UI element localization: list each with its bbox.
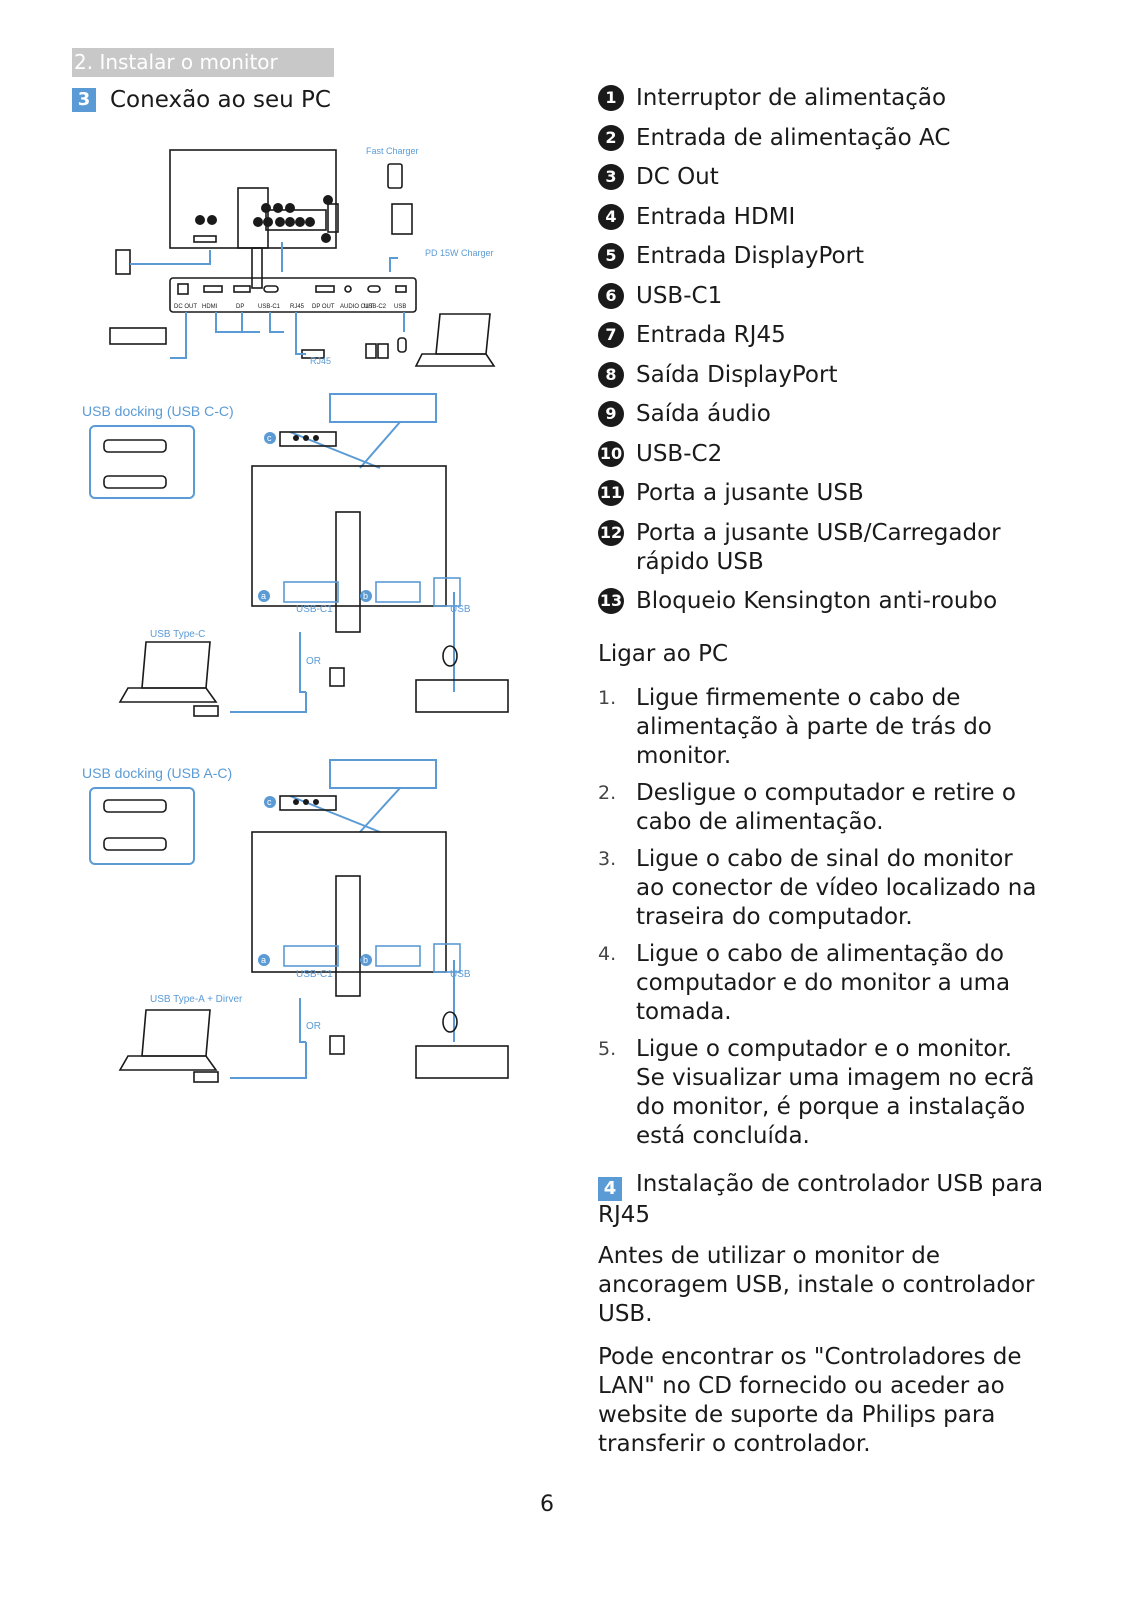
number-badge: 10 xyxy=(598,440,624,467)
list-item: 5.Ligue o computador e o monitor. Se vis… xyxy=(598,1036,1035,1149)
number-badge: 6 xyxy=(598,282,624,309)
port-label-hdmi: HDMI xyxy=(202,304,218,310)
section-3-heading: 3 Conexão ao seu PC xyxy=(72,87,331,113)
usb-label: USB xyxy=(450,969,471,980)
keyboard-icon xyxy=(415,679,509,713)
port-label-usb-c1: USB-C1 xyxy=(258,304,281,310)
fast-charger-label: Fast Charger xyxy=(366,146,419,156)
port-label-usb-c2: USB-C2 xyxy=(364,304,387,310)
mouse-icon xyxy=(442,1011,458,1033)
monitor-back-top xyxy=(169,149,337,249)
number-badge: 13 xyxy=(598,588,624,614)
connection-diagram: Fast Charger PD 15W Charger RJ45 USB-C1 … xyxy=(82,146,509,1083)
laptop-icon xyxy=(141,641,211,689)
number-badge: 7 xyxy=(598,322,624,348)
keyboard-icon xyxy=(415,1045,509,1079)
port-label-audio-out: AUDIO OUT xyxy=(340,304,374,310)
rj45-label: RJ45 xyxy=(310,356,331,366)
page-number: 6 xyxy=(540,1492,554,1517)
port-label-dc-out: DC OUT xyxy=(174,304,197,310)
marker-c: c xyxy=(267,797,272,807)
monitor-back-middle xyxy=(251,465,447,607)
port-strip xyxy=(169,277,417,313)
or-label: OR xyxy=(306,1021,321,1032)
usb-hub-icon xyxy=(109,327,167,345)
number-badge: 8 xyxy=(598,361,624,388)
phone-icon xyxy=(387,163,403,189)
pd-charger-label: PD 15W Charger xyxy=(425,248,494,258)
number-badge: 4 xyxy=(598,203,624,230)
monitor-back-bottom xyxy=(251,831,447,973)
number-badge: 3 xyxy=(598,164,624,190)
marker-a: a xyxy=(261,591,266,601)
usb-c1-label: USB-C1 xyxy=(296,604,333,615)
marker-b: b xyxy=(363,591,368,601)
port-label-dp: DP xyxy=(236,304,244,310)
section-title: Instalação de controlador USB para RJ45 xyxy=(598,1171,1044,1228)
list-item: 1.Ligue firmemente o cabo de alimentação… xyxy=(598,685,992,769)
list-item: 4.Ligue o cabo de alimentação do computa… xyxy=(598,941,1011,1025)
dock-c-title: USB docking (USB C-C) xyxy=(82,403,234,419)
number-badge: 12 xyxy=(598,519,624,546)
marker-c: c xyxy=(267,433,272,443)
section-number-badge: 4 xyxy=(598,1177,622,1201)
or-label: OR xyxy=(306,656,321,667)
list-item: 3.Ligue o cabo de sinal do monitor ao co… xyxy=(598,846,1037,930)
port-label-rj45: RJ45 xyxy=(290,304,305,310)
number-badge: 1 xyxy=(598,85,624,111)
number-badge: 2 xyxy=(598,124,624,151)
usb-type-a-label: USB Type-A + Dirver xyxy=(150,994,243,1005)
section-number-badge: 3 xyxy=(72,88,96,112)
laptop-icon xyxy=(435,313,491,355)
number-badge: 5 xyxy=(598,243,624,269)
list-item: 2.Desligue o computador e retire o cabo … xyxy=(598,780,1016,835)
section-title: Conexão ao seu PC xyxy=(110,87,331,113)
usb-label: USB xyxy=(450,604,471,615)
connect-heading: Ligar ao PC xyxy=(598,641,729,667)
marker-a: a xyxy=(261,955,266,965)
usb-type-c-label: USB Type-C xyxy=(150,629,205,640)
paragraph: Antes de utilizar o monitor de ancoragem… xyxy=(598,1243,1035,1327)
chapter-label: 2. Instalar o monitor xyxy=(72,48,334,77)
number-badge: 9 xyxy=(598,401,624,427)
usb-c1-label: USB-C1 xyxy=(296,969,333,980)
wall-outlet-icon xyxy=(115,249,131,275)
paragraph: Pode encontrar os "Controladores de LAN"… xyxy=(598,1344,1022,1457)
port-label-usb: USB xyxy=(394,304,406,310)
steps-list: 1.Ligue firmemente o cabo de alimentação… xyxy=(598,684,1048,1159)
dock-a-title: USB docking (USB A-C) xyxy=(82,765,232,781)
laptop-icon xyxy=(141,1009,211,1057)
mouse-icon xyxy=(442,645,458,667)
marker-b: b xyxy=(363,955,368,965)
number-badge: 11 xyxy=(598,480,624,506)
port-label-dp-out: DP OUT xyxy=(312,304,335,310)
